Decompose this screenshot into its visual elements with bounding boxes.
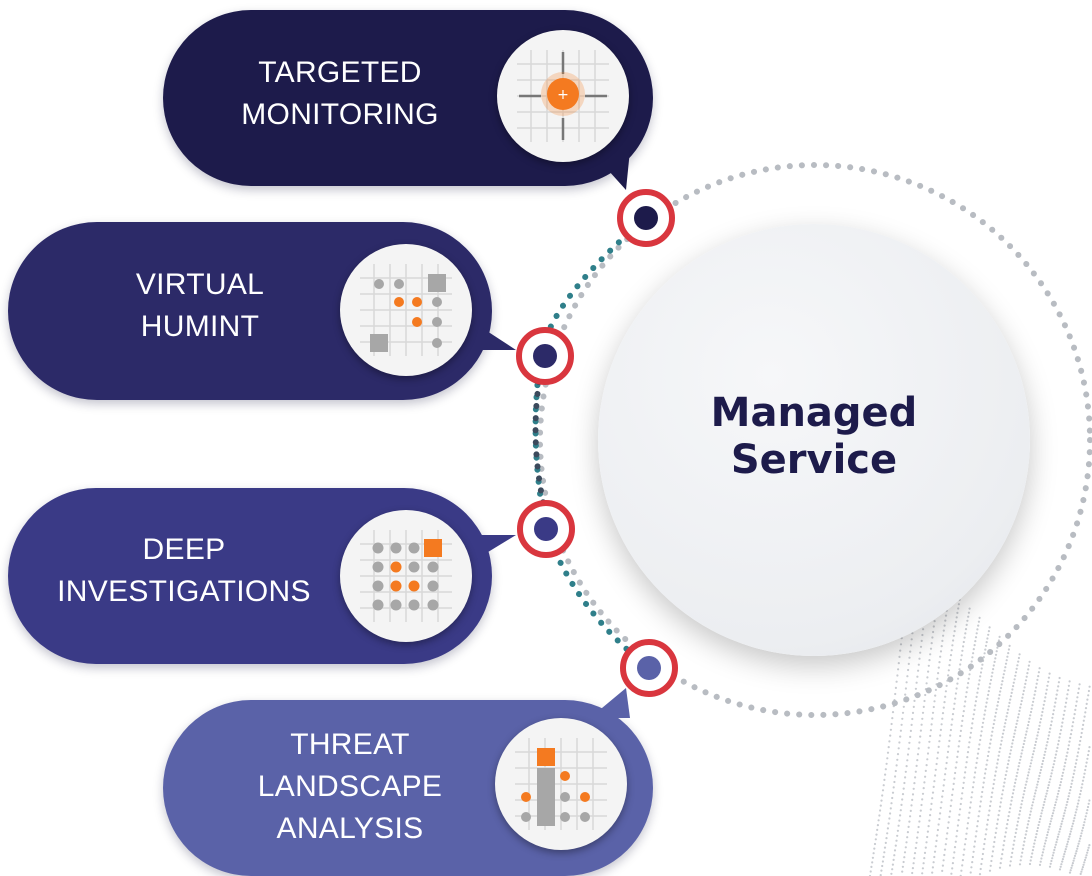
- dot-matrix-icon: [340, 510, 472, 642]
- service-label-line: THREAT: [290, 728, 410, 761]
- service-label-line: VIRTUAL: [135, 268, 265, 301]
- service-label-line: TARGETED: [258, 56, 422, 89]
- service-label-line: INVESTIGATIONS: [57, 575, 311, 608]
- service-label-line: MONITORING: [241, 98, 439, 131]
- service-label-virtual-humint: VIRTUAL HUMINT: [60, 264, 340, 348]
- service-label-targeted-monitoring: TARGETED MONITORING: [200, 52, 480, 136]
- service-label-threat-landscape-analysis: THREAT LANDSCAPE ANALYSIS: [210, 724, 490, 850]
- hub-title-line-2: Service: [730, 437, 898, 483]
- connector-node-4: [620, 639, 678, 697]
- connector-node-3: [517, 500, 575, 558]
- hub-title-line-1: Managed: [710, 390, 918, 436]
- pill-pointer-3: [470, 535, 516, 563]
- connector-node-2: [516, 327, 574, 385]
- pill-pointer-2: [470, 320, 516, 350]
- connector-arc: [532, 215, 652, 671]
- connector-node-1: [617, 189, 675, 247]
- service-label-line: LANDSCAPE: [257, 770, 443, 803]
- bar-dots-icon: [495, 718, 627, 850]
- hub-title: Managed Service: [598, 390, 1030, 484]
- connector-arc-dark: [532, 367, 549, 518]
- service-label-line: DEEP: [142, 533, 226, 566]
- crosshair-icon: +: [497, 30, 629, 162]
- dotted-orbit-ring: [537, 162, 1092, 718]
- pill-pointer-1: [590, 150, 630, 190]
- hub-circle: [598, 224, 1030, 656]
- scattered-grid-icon: [340, 244, 472, 376]
- pill-pointer-4: [590, 688, 630, 718]
- service-label-line: HUMINT: [140, 310, 260, 343]
- svg-text:+: +: [557, 87, 569, 103]
- service-label-line: ANALYSIS: [276, 812, 424, 845]
- service-label-deep-investigations: DEEP INVESTIGATIONS: [34, 529, 334, 613]
